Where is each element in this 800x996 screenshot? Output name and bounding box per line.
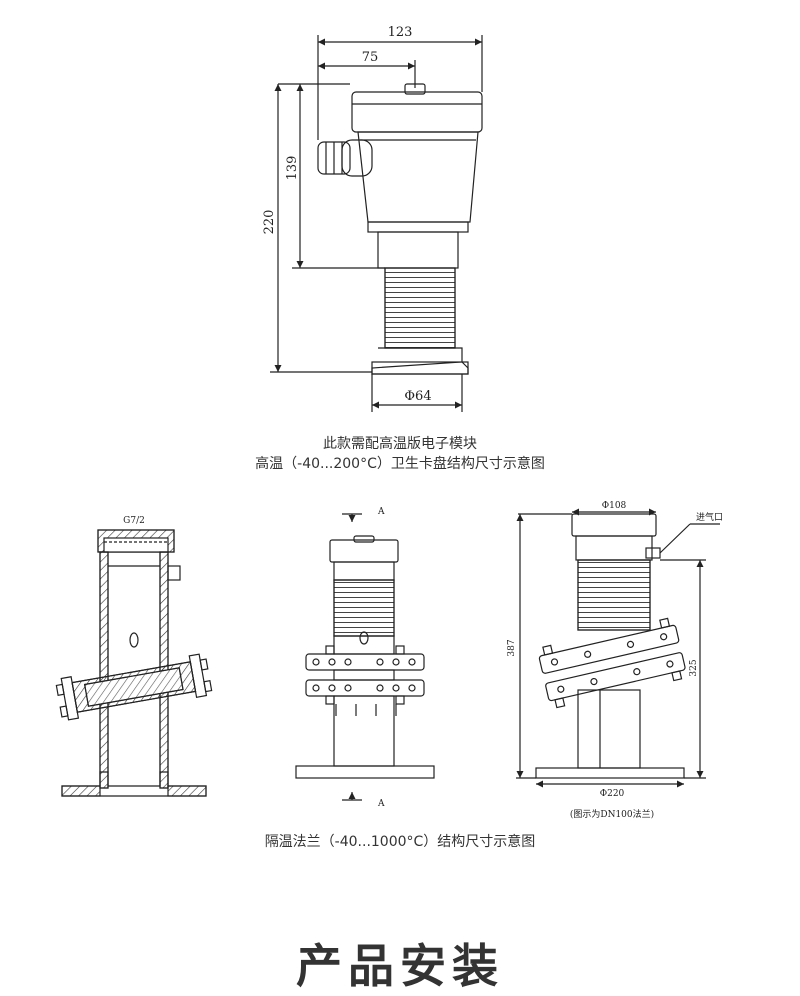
height-387: 387 (507, 639, 517, 656)
bottom-right-drawing (516, 508, 720, 788)
base-diameter-220: Φ220 (600, 789, 625, 799)
dim-width-123: 123 (388, 25, 413, 40)
top-caption-line1: 此款需配高温版电子模块 (323, 436, 477, 452)
dim-diameter-64: Φ64 (404, 389, 431, 404)
dim-height-220: 220 (262, 210, 277, 235)
section-heading: 产品安装 (296, 939, 504, 993)
bottom-middle-drawing (295, 513, 435, 801)
top-diameter-108: Φ108 (602, 501, 627, 511)
top-caption-line2: 高温（-40...200°C）卫生卡盘结构尺寸示意图 (255, 456, 545, 472)
air-inlet-label: 进气口 (696, 511, 723, 523)
dim-height-139: 139 (285, 156, 300, 181)
thread-label: G7/2 (123, 516, 145, 526)
bottom-left-section-drawing (55, 529, 213, 797)
section-a-top: A (377, 507, 385, 517)
height-325: 325 (689, 659, 699, 676)
bottom-caption: 隔温法兰（-40...1000°C）结构尺寸示意图 (264, 834, 536, 850)
flange-note: (图示为DN100法兰) (570, 808, 654, 820)
section-a-bottom: A (377, 799, 385, 809)
top-sensor-drawing (270, 35, 483, 412)
top-caption: 此款需配高温版电子模块 高温（-40...200°C）卫生卡盘结构尺寸示意图 (0, 434, 800, 474)
dim-offset-75: 75 (362, 50, 379, 65)
